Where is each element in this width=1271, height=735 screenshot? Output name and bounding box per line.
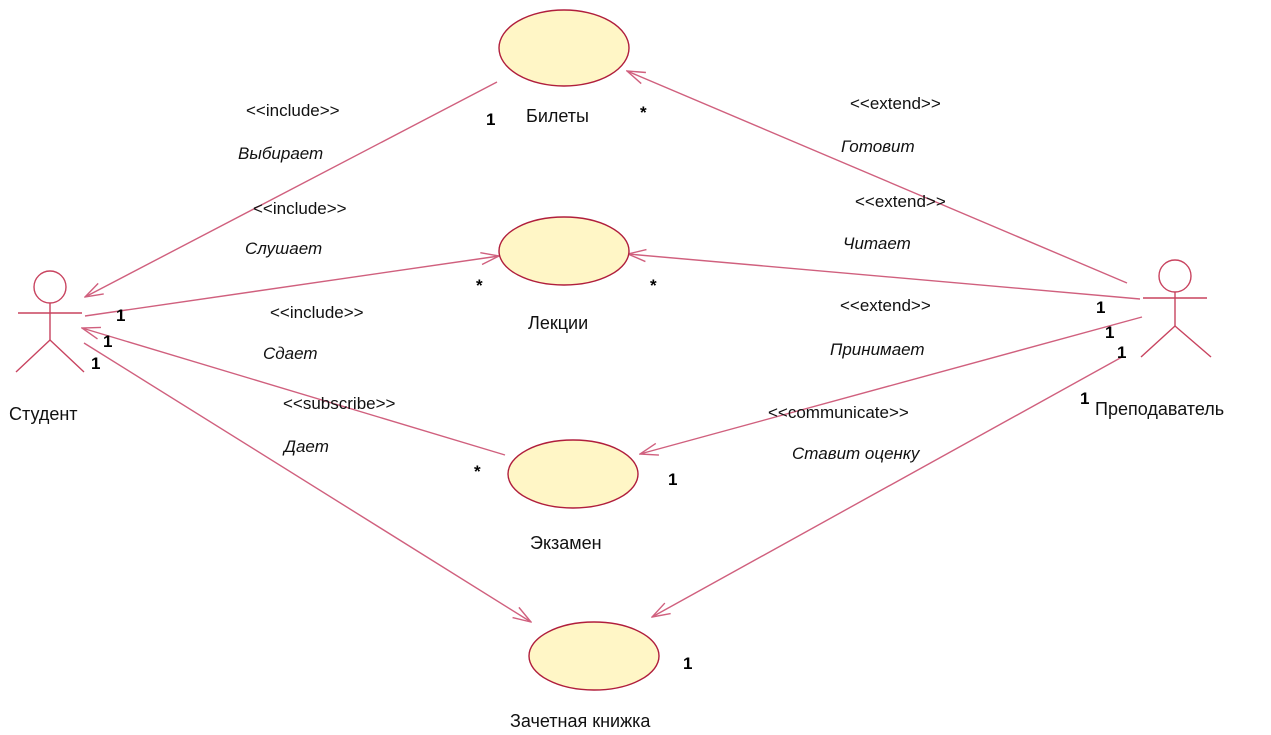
- stereotype-student-tickets: <<include>>: [246, 101, 340, 120]
- actor-student-label: Студент: [9, 404, 78, 424]
- multiplicity-tickets-right: *: [640, 103, 647, 122]
- use-case-exam-ellipse[interactable]: [507, 439, 639, 509]
- use-case-gradebook-label: Зачетная книжка: [510, 711, 651, 731]
- association-teacher-exam[interactable]: [640, 316, 1143, 454]
- actor-teacher-stick-figure-icon[interactable]: [1140, 259, 1212, 358]
- verb-student-lectures: Слушает: [245, 239, 322, 258]
- association-student-gradebook[interactable]: [83, 342, 531, 622]
- use-case-lectures[interactable]: Лекции: [498, 216, 630, 333]
- use-case-lectures-ellipse[interactable]: [498, 216, 630, 286]
- stereotype-teacher-lectures: <<extend>>: [855, 192, 946, 211]
- multiplicity-exam-right: 1: [668, 470, 677, 489]
- association-student-exam[interactable]: [82, 328, 506, 456]
- multiplicity-teacher-exam: 1: [1105, 323, 1114, 342]
- actor-student[interactable]: Студент: [9, 270, 85, 424]
- use-case-gradebook-ellipse[interactable]: [528, 621, 660, 691]
- use-case-tickets-ellipse[interactable]: [498, 9, 630, 87]
- multiplicity-lectures-left: *: [476, 276, 483, 295]
- stereotype-student-exam: <<include>>: [270, 303, 364, 322]
- stereotype-student-gradebook: <<subscribe>>: [283, 394, 396, 413]
- multiplicity-lectures-right: *: [650, 276, 657, 295]
- multiplicity-teacher-gradebook: 1: [1117, 343, 1126, 362]
- association-teacher-tickets[interactable]: [627, 71, 1128, 284]
- multiplicity-teacher-lectures: 1: [1096, 298, 1105, 317]
- multiplicity-tickets-left: 1: [486, 110, 495, 129]
- stereotype-teacher-tickets: <<extend>>: [850, 94, 941, 113]
- actor-student-stick-figure-icon[interactable]: [15, 270, 85, 373]
- verb-student-tickets: Выбирает: [238, 144, 323, 163]
- verb-student-gradebook: Дает: [282, 437, 329, 456]
- use-case-tickets-label: Билеты: [526, 106, 589, 126]
- stereotype-teacher-exam: <<extend>>: [840, 296, 931, 315]
- actor-teacher[interactable]: Преподаватель: [1095, 259, 1224, 419]
- multiplicity-student-lectures: 1: [116, 306, 125, 325]
- association-teacher-lectures[interactable]: [628, 254, 1141, 300]
- verb-teacher-exam: Принимает: [830, 340, 925, 359]
- association-teacher-gradebook[interactable]: [652, 356, 1123, 617]
- use-case-tickets[interactable]: Билеты: [498, 9, 630, 126]
- verb-student-exam: Сдает: [263, 344, 318, 363]
- stereotype-teacher-gradebook: <<communicate>>: [768, 403, 909, 422]
- association-student-tickets[interactable]: [85, 81, 498, 297]
- verb-teacher-tickets: Готовит: [841, 137, 915, 156]
- association-student-lectures[interactable]: [84, 256, 499, 317]
- multiplicity-teacher-label: 1: [1080, 389, 1089, 408]
- use-case-gradebook[interactable]: Зачетная книжка: [510, 621, 660, 731]
- use-case-lectures-label: Лекции: [528, 313, 588, 333]
- verb-teacher-gradebook: Ставит оценку: [792, 444, 921, 463]
- verb-teacher-lectures: Читает: [843, 234, 911, 253]
- stereotype-student-lectures: <<include>>: [253, 199, 347, 218]
- actor-teacher-label: Преподаватель: [1095, 399, 1224, 419]
- multiplicity-student-exam: 1: [103, 332, 112, 351]
- use-case-exam[interactable]: Экзамен: [507, 439, 639, 553]
- multiplicity-gradebook-right: 1: [683, 654, 692, 673]
- multiplicity-exam-left: *: [474, 462, 481, 481]
- use-case-exam-label: Экзамен: [530, 533, 602, 553]
- multiplicity-student-gradebook: 1: [91, 354, 100, 373]
